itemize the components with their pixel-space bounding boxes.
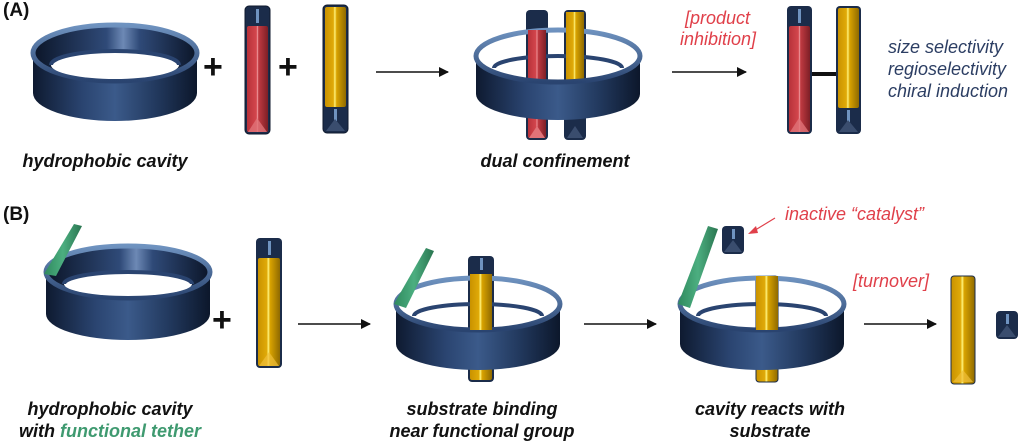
outcome-size-selectivity: size selectivity <box>888 37 1004 57</box>
reacted-complex <box>677 226 847 383</box>
note-line: [product <box>684 8 751 28</box>
caption-cavity-reacts: cavity reacts with substrate <box>670 398 870 442</box>
caption-text: with <box>18 421 60 441</box>
caption-line: substrate binding <box>406 399 558 419</box>
plus-sign: + <box>212 301 232 339</box>
turnover-note: [turnover] <box>853 271 930 291</box>
regenerated-catalyst-fragment <box>996 311 1018 339</box>
callout-arrowhead <box>748 226 758 234</box>
ring-cavity <box>30 22 200 121</box>
caption-line: substrate <box>729 421 811 441</box>
red-rod <box>244 5 271 135</box>
substrate-binding-complex <box>393 248 563 382</box>
functional-tether-text: functional tether <box>59 421 201 441</box>
panel-b-label: (B) <box>3 204 30 225</box>
caption-substrate-binding: substrate binding near functional group <box>372 398 592 442</box>
caption-line: with functional tether <box>10 420 210 442</box>
outcome-regioselectivity: regioselectivity <box>888 59 1007 79</box>
caption-line: cavity reacts with <box>694 399 846 419</box>
caption-tethered-cavity: hydrophobic cavity with functional tethe… <box>10 398 210 442</box>
plus-sign: + <box>203 48 223 86</box>
caption-hydrophobic-cavity: hydrophobic cavity <box>22 151 188 171</box>
outcome-chiral-induction: chiral induction <box>888 81 1009 101</box>
product-inhibition-note: [product inhibition] <box>680 8 757 50</box>
selectivity-outcomes: size selectivity regioselectivity chiral… <box>888 36 1008 102</box>
substrate-rod <box>256 238 282 368</box>
caption-line: near functional group <box>389 421 575 441</box>
caption-line: hydrophobic cavity <box>27 399 193 419</box>
linked-product <box>787 6 861 134</box>
note-line: inhibition] <box>680 29 757 49</box>
dual-confinement-complex <box>473 10 643 140</box>
panel-a-label: (A) <box>3 0 30 21</box>
caption-dual-confinement: dual confinement <box>480 151 630 171</box>
inactive-catalyst-callout: inactive “catalyst” <box>785 204 925 224</box>
tethered-ring <box>43 224 213 340</box>
plus-sign: + <box>278 48 298 86</box>
yellow-rod <box>322 4 349 134</box>
released-product <box>950 275 976 385</box>
